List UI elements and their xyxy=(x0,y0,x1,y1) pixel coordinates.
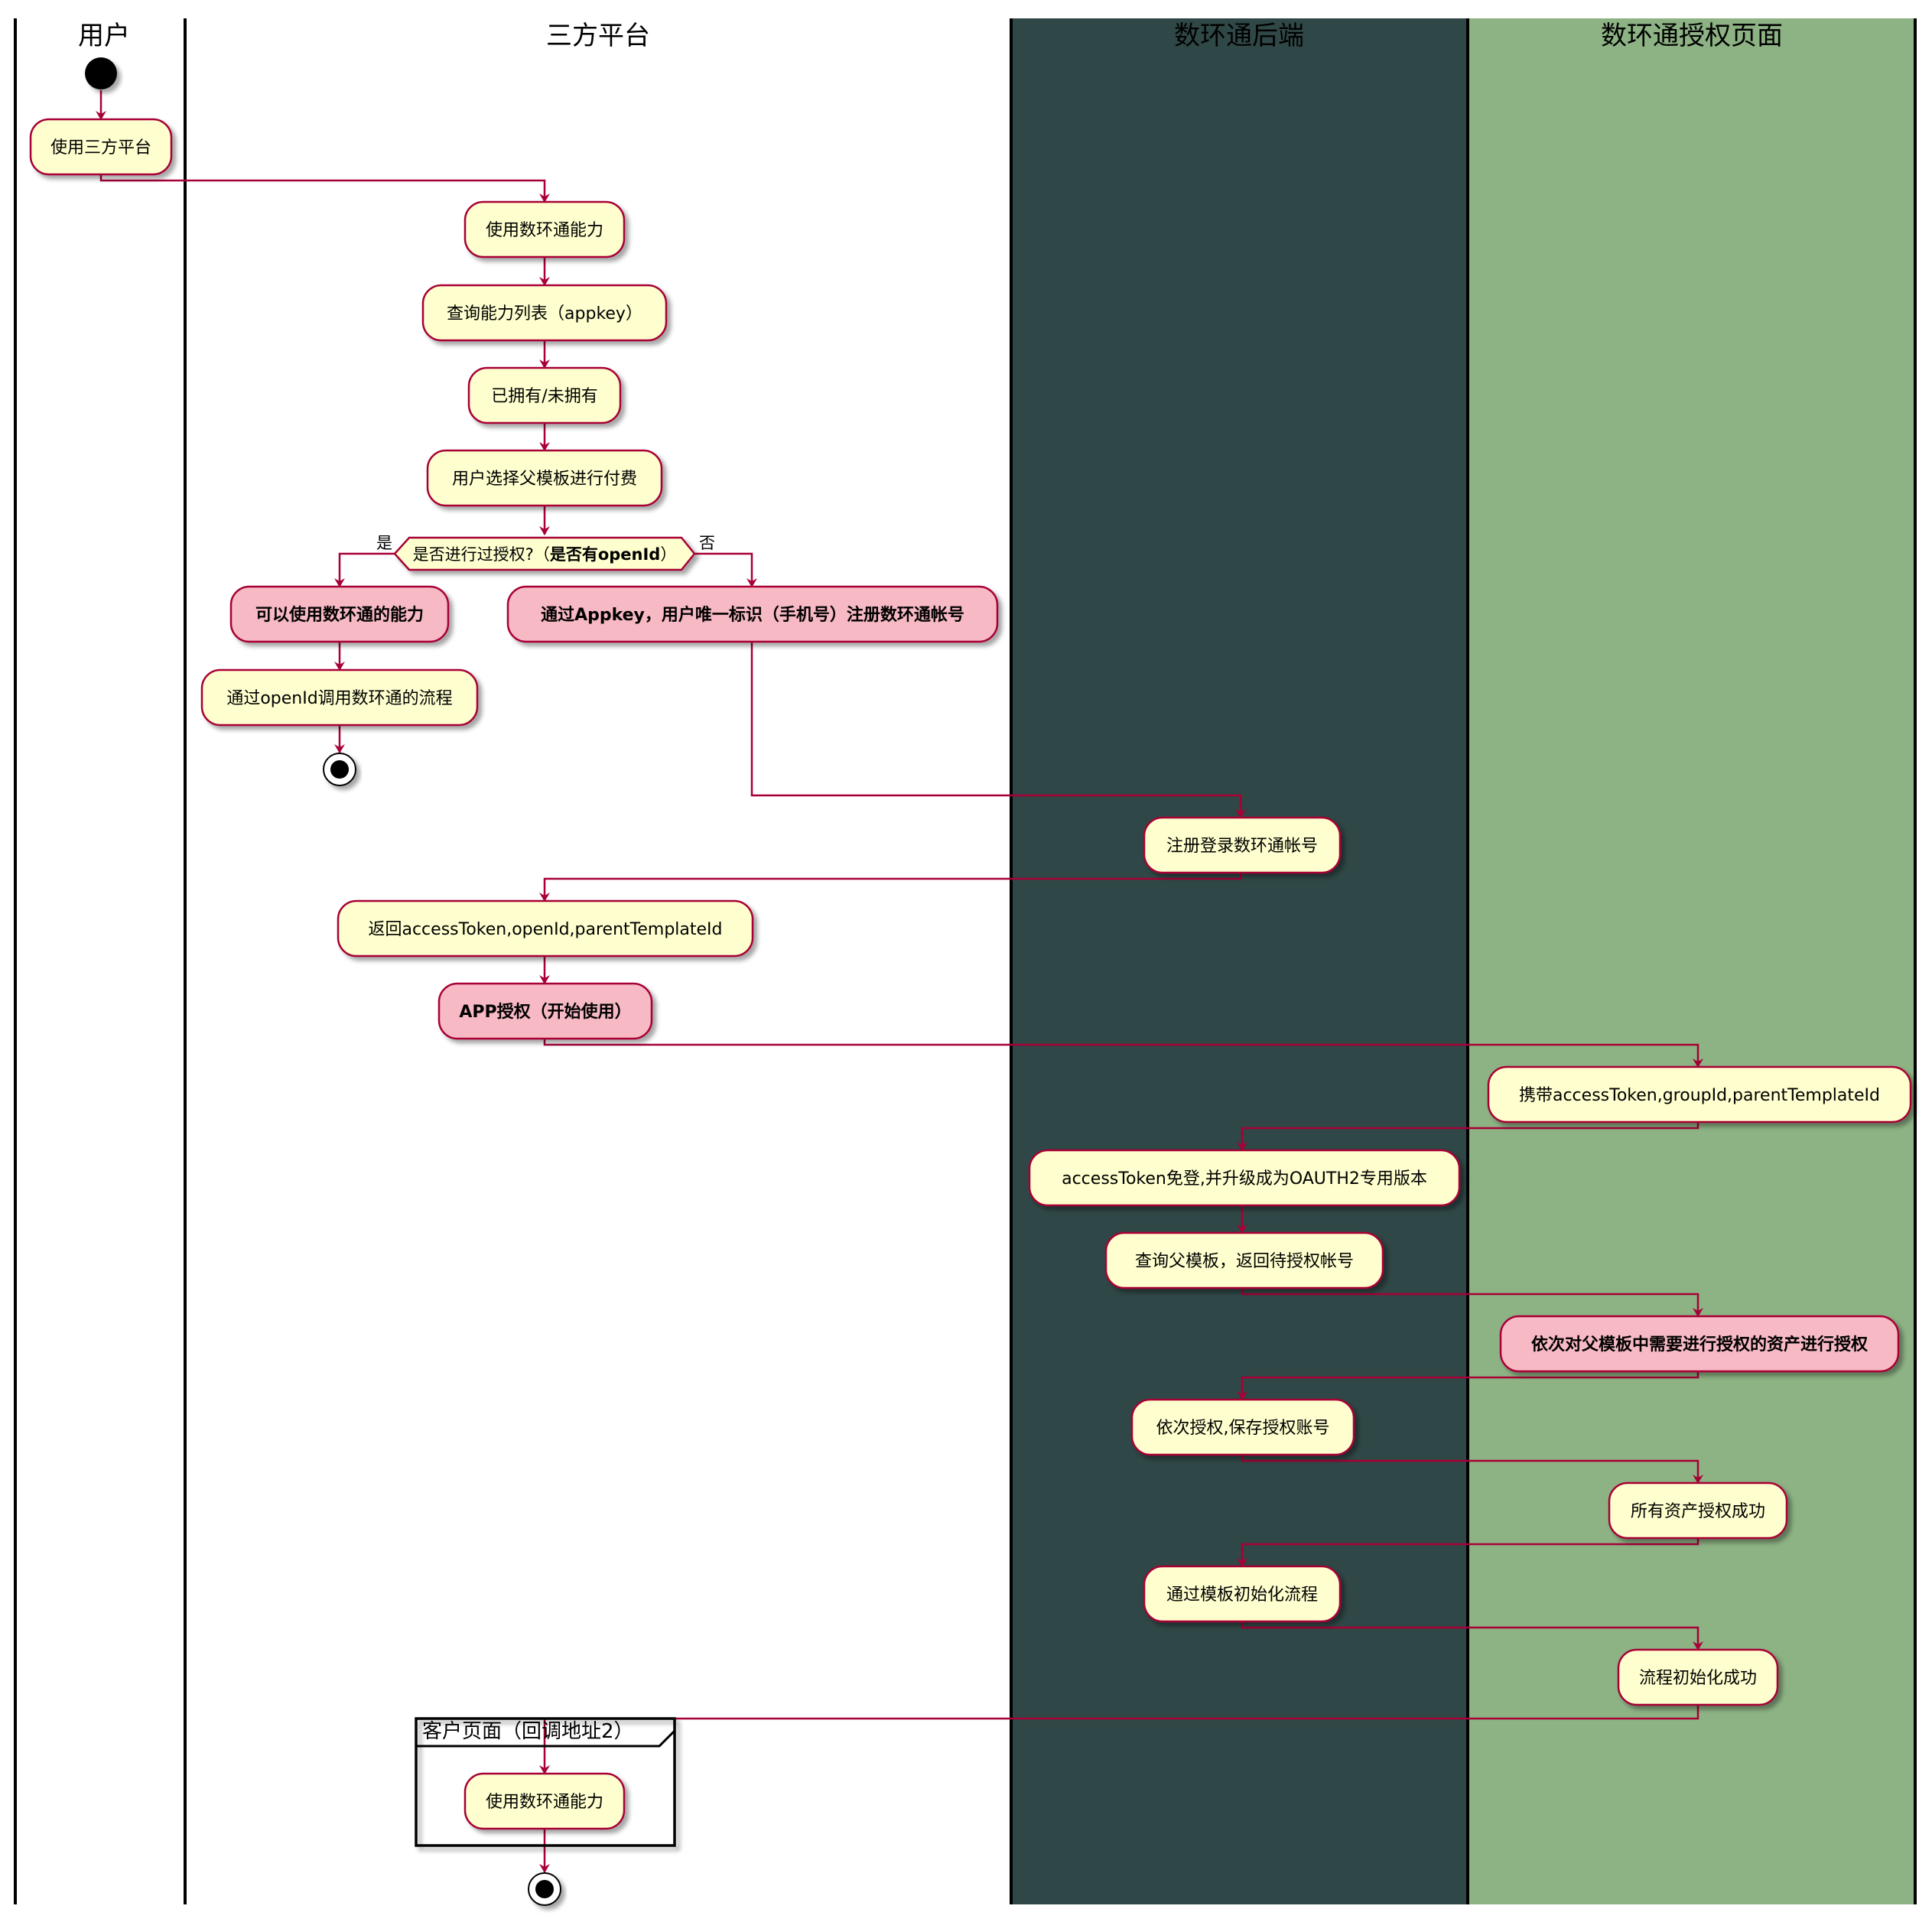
node-can-use-label: 可以使用数环通的能力 xyxy=(255,605,424,625)
node-use-third-label: 使用三方平台 xyxy=(50,138,151,158)
node-init-success: 流程初始化成功 xyxy=(1617,1648,1779,1706)
node-all-success-label: 所有资产授权成功 xyxy=(1631,1502,1765,1521)
group-frame: 客户页面（回调地址2） xyxy=(415,1717,676,1847)
decision-label: 是否进行过授权?（是否有openId） xyxy=(413,545,677,564)
node-init-flow-label: 通过模板初始化流程 xyxy=(1166,1585,1318,1605)
node-register-login-label: 注册登录数环通帐号 xyxy=(1166,837,1318,856)
node-authorize-assets: 依次对父模板中需要进行授权的资产进行授权 xyxy=(1499,1315,1900,1373)
node-use-ability-2-label: 使用数环通能力 xyxy=(486,1793,603,1812)
node-app-auth-label: APP授权（开始使用） xyxy=(459,1002,631,1022)
node-all-success: 所有资产授权成功 xyxy=(1608,1481,1788,1540)
node-save-accounts-label: 依次授权,保存授权账号 xyxy=(1156,1419,1330,1438)
start-node xyxy=(85,57,117,89)
decision-text-plain: 是否进行过授权?（ xyxy=(413,545,550,564)
node-owned-label: 已拥有/未拥有 xyxy=(491,387,597,406)
decision-text-bold: 是否有openId xyxy=(550,545,661,564)
node-init-flow: 通过模板初始化流程 xyxy=(1143,1565,1342,1623)
node-return-tokens: 返回accessToken,openId,parentTemplateId xyxy=(337,899,754,958)
node-owned: 已拥有/未拥有 xyxy=(467,366,622,424)
node-query-parent: 查询父模板，返回待授权帐号 xyxy=(1104,1231,1384,1289)
lane-title-third: 三方平台 xyxy=(546,21,650,51)
node-select-template-label: 用户选择父模板进行付费 xyxy=(452,470,637,489)
node-can-use: 可以使用数环通的能力 xyxy=(229,585,450,643)
decision-node: 是否进行过授权?（是否有openId） 是 否 xyxy=(376,534,715,571)
node-init-success-label: 流程初始化成功 xyxy=(1639,1669,1757,1688)
node-query-list: 查询能力列表（appkey） xyxy=(421,284,668,342)
node-carry-label: 携带accessToken,groupId,parentTemplateId xyxy=(1519,1086,1880,1105)
decision-text-end: ） xyxy=(660,545,676,564)
node-use-third: 使用三方平台 xyxy=(29,118,173,176)
node-register-via-appkey-label: 通过Appkey，用户唯一标识（手机号）注册数环通帐号 xyxy=(541,605,964,625)
node-select-template: 用户选择父模板进行付费 xyxy=(426,449,663,507)
node-query-list-label: 查询能力列表（appkey） xyxy=(447,304,642,324)
lane-title-user: 用户 xyxy=(78,21,130,51)
node-use-ability: 使用数环通能力 xyxy=(463,200,626,259)
node-query-parent-label: 查询父模板，返回待授权帐号 xyxy=(1135,1252,1354,1271)
node-authorize-assets-label: 依次对父模板中需要进行授权的资产进行授权 xyxy=(1531,1335,1869,1355)
node-use-ability-label: 使用数环通能力 xyxy=(486,221,603,240)
lane-title-auth: 数环通授权页面 xyxy=(1601,21,1783,51)
flow-connectors xyxy=(96,90,1703,1873)
node-token-login-label: accessToken免登,并升级成为OAUTH2专用版本 xyxy=(1062,1169,1427,1189)
end-node-2 xyxy=(528,1872,561,1906)
lane-title-backend: 数环通后端 xyxy=(1174,21,1304,51)
lane-auth-bg xyxy=(1468,18,1915,1904)
node-use-ability-2: 使用数环通能力 xyxy=(463,1772,626,1830)
decision-yes-label: 是 xyxy=(376,534,392,552)
end-node-1 xyxy=(323,753,356,786)
node-register-login: 注册登录数环通帐号 xyxy=(1143,816,1342,874)
node-save-accounts: 依次授权,保存授权账号 xyxy=(1130,1398,1355,1456)
node-return-tokens-label: 返回accessToken,openId,parentTemplateId xyxy=(368,920,722,939)
node-app-auth: APP授权（开始使用） xyxy=(437,982,653,1040)
node-token-login: accessToken免登,并升级成为OAUTH2专用版本 xyxy=(1028,1149,1461,1207)
node-carry: 携带accessToken,groupId,parentTemplateId xyxy=(1487,1065,1912,1124)
node-register-via-appkey: 通过Appkey，用户唯一标识（手机号）注册数环通帐号 xyxy=(506,585,999,643)
node-via-openid-label: 通过openId调用数环通的流程 xyxy=(226,689,452,708)
node-via-openid: 通过openId调用数环通的流程 xyxy=(200,668,479,727)
group-title: 客户页面（回调地址2） xyxy=(422,1720,634,1743)
decision-no-label: 否 xyxy=(699,534,715,552)
lane-separators xyxy=(14,18,1917,1904)
